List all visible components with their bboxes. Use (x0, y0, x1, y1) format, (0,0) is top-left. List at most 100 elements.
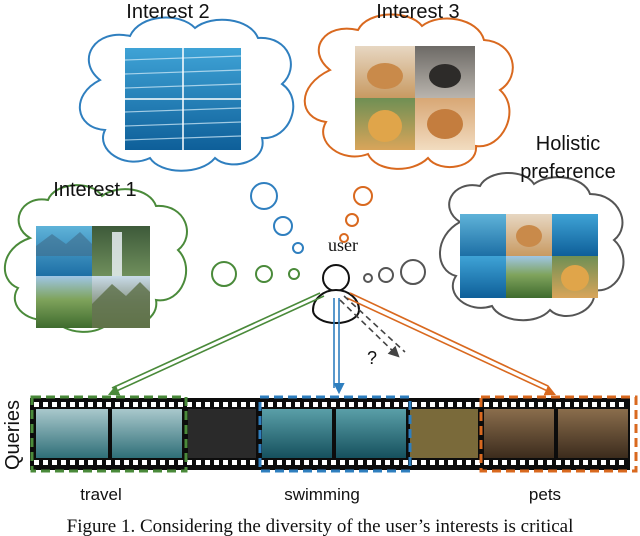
arrow-uncertain (339, 295, 406, 358)
film-sprocket-hole (601, 402, 606, 407)
film-sprocket-hole (250, 460, 255, 465)
film-sprocket-hole (502, 460, 507, 465)
film-frame (188, 409, 256, 458)
interest-3-group: Interest 3 (303, 1, 514, 170)
film-sprocket-hole (529, 460, 534, 465)
film-sprocket-hole (439, 402, 444, 407)
film-sprocket-hole (547, 460, 552, 465)
film-sprocket-hole (97, 402, 102, 407)
holistic-photo-3 (552, 214, 598, 256)
holistic-dog-shape-2 (516, 225, 542, 247)
film-sprocket-hole (448, 460, 453, 465)
film-sprocket-hole (286, 460, 291, 465)
film-sprocket-hole (169, 460, 174, 465)
thought-bubble (378, 267, 394, 283)
film-sprocket-hole (421, 460, 426, 465)
film-sprocket-hole (556, 402, 561, 407)
film-sprocket-hole (547, 402, 552, 407)
film-sprocket-hole (430, 402, 435, 407)
thought-bubble (339, 233, 349, 243)
film-sprocket-hole (61, 402, 66, 407)
film-sprocket-hole (412, 402, 417, 407)
arrow-to-pets (346, 292, 557, 396)
film-sprocket-hole (511, 402, 516, 407)
film-sprocket-hole (475, 460, 480, 465)
holistic-photo-4 (460, 256, 506, 298)
film-sprockets (34, 402, 624, 465)
film-sprocket-hole (619, 402, 624, 407)
interest-2-label: Interest 2 (126, 1, 209, 23)
film-sprocket-hole (385, 460, 390, 465)
thought-bubble (211, 261, 237, 287)
holistic-dog-shape (561, 265, 589, 291)
thought-bubble (353, 186, 373, 206)
holistic-photo-1 (460, 214, 506, 256)
user-label: user (328, 235, 358, 255)
film-sprocket-hole (205, 460, 210, 465)
query-group-swimming-box (258, 395, 412, 473)
film-sprocket-hole (610, 460, 615, 465)
film-sprocket-hole (223, 460, 228, 465)
film-sprocket-hole (592, 402, 597, 407)
thought-bubbles-interest-2 (250, 182, 304, 254)
film-sprocket-hole (250, 402, 255, 407)
film-sprocket-hole (493, 402, 498, 407)
film-sprocket-hole (34, 460, 39, 465)
interest-2-group: Interest 2 (79, 1, 295, 172)
dog-shape-2 (429, 64, 461, 88)
film-sprocket-hole (556, 460, 561, 465)
film-sprocket-hole (583, 460, 588, 465)
film-sprocket-hole (394, 402, 399, 407)
film-sprocket-hole (520, 402, 525, 407)
user-head (322, 264, 350, 292)
film-frame (558, 409, 628, 458)
film-sprocket-hole (358, 460, 363, 465)
film-sprocket-hole (367, 460, 372, 465)
film-sprocket-hole (70, 460, 75, 465)
film-sprocket-hole (169, 402, 174, 407)
thought-bubble (400, 259, 426, 285)
thought-bubble (363, 273, 373, 283)
film-sprocket-hole (385, 402, 390, 407)
film-sprocket-hole (214, 402, 219, 407)
film-sprocket-hole (79, 460, 84, 465)
thought-bubble (250, 182, 278, 210)
film-sprocket-hole (412, 460, 417, 465)
film-sprocket-hole (277, 460, 282, 465)
film-sprocket-hole (511, 460, 516, 465)
film-sprocket-hole (295, 460, 300, 465)
film-sprocket-hole (358, 402, 363, 407)
film-sprocket-hole (565, 460, 570, 465)
film-sprocket-hole (196, 460, 201, 465)
film-sprocket-hole (520, 460, 525, 465)
question-mark: ? (367, 348, 377, 368)
queries-label: Queries (2, 400, 24, 470)
arrow-to-swimming (333, 298, 345, 395)
thought-bubble (292, 242, 304, 254)
film-sprocket-hole (106, 460, 111, 465)
film-sprocket-hole (592, 460, 597, 465)
film-sprocket-hole (43, 402, 48, 407)
film-sprocket-hole (79, 402, 84, 407)
film-sprocket-hole (88, 402, 93, 407)
film-sprocket-hole (151, 402, 156, 407)
film-sprocket-hole (340, 460, 345, 465)
film-sprocket-hole (124, 402, 129, 407)
film-frames (36, 409, 628, 458)
dog-shape-1 (367, 63, 403, 89)
film-sprocket-hole (403, 402, 408, 407)
query-group-swimming-label: swimming (284, 485, 360, 504)
film-sprocket-hole (574, 460, 579, 465)
query-group-pets-box (479, 395, 638, 473)
film-sprocket-hole (610, 402, 615, 407)
film-frame (336, 409, 406, 458)
interest-3-label: Interest 3 (376, 1, 459, 23)
film-sprocket-hole (493, 460, 498, 465)
film-sprocket-hole (313, 402, 318, 407)
holistic-group: Holistic preference (439, 133, 625, 322)
user-body (311, 289, 361, 324)
film-sprocket-hole (124, 460, 129, 465)
film-sprocket-hole (439, 460, 444, 465)
film-sprocket-hole (151, 460, 156, 465)
thought-bubbles-holistic (363, 259, 426, 285)
